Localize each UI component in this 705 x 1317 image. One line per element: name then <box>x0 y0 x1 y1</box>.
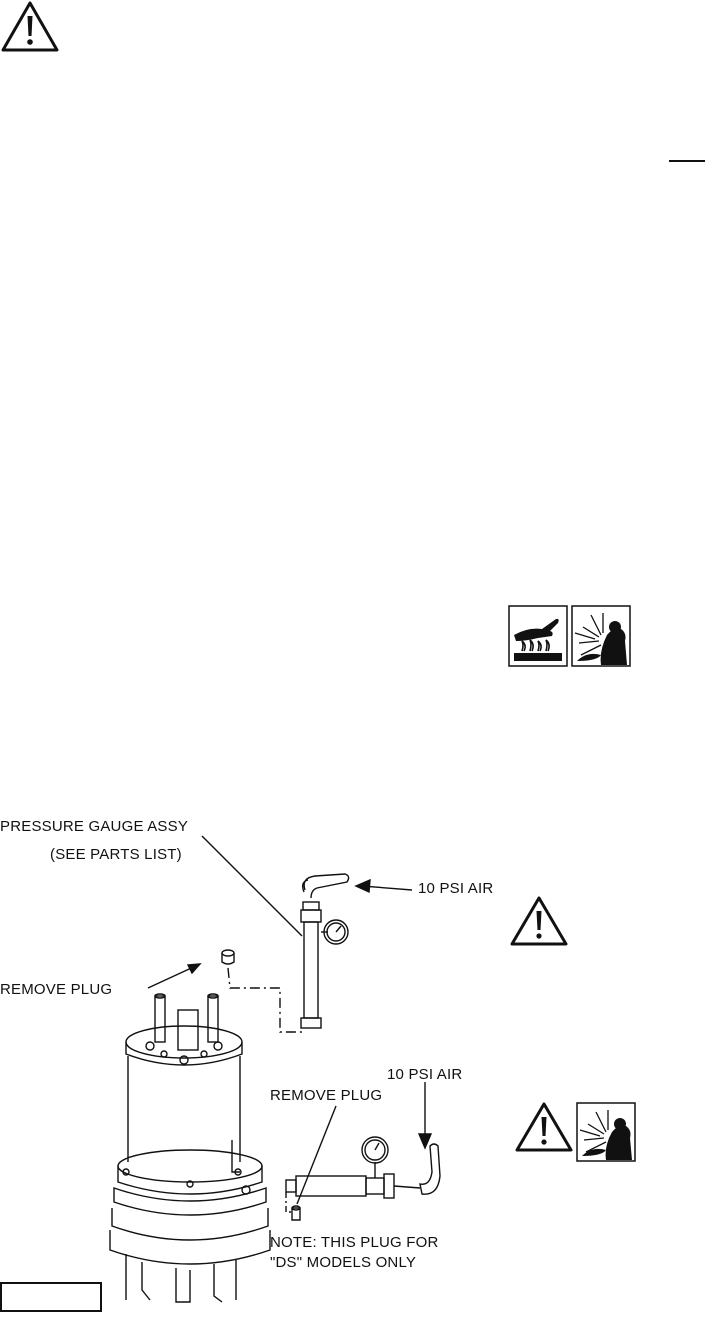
figure-caption-box <box>0 1282 102 1312</box>
pump-test-figure <box>109 835 636 1303</box>
leader-pressure-gauge <box>201 835 303 937</box>
label-note-line1: NOTE: THIS PLUG FOR <box>270 1234 439 1251</box>
label-air-bottom: 10 PSI AIR <box>387 1066 463 1083</box>
leader-remove-plug-bottom <box>296 1105 337 1205</box>
top-warning-icon <box>1 1 59 52</box>
label-pressure-gauge: PRESSURE GAUGE ASSY <box>0 818 189 835</box>
margin-rule <box>669 160 705 162</box>
explosion-hazard-icon-lower <box>576 1102 636 1162</box>
pump-body <box>109 993 271 1303</box>
bottom-gauge-assembly <box>285 1136 441 1221</box>
hot-surface-hand-icon <box>508 605 568 667</box>
label-remove-plug-bottom: REMOVE PLUG <box>270 1087 383 1104</box>
arrow-remove-plug-top <box>186 963 202 975</box>
warning-triangle-icon-lower <box>515 1102 573 1152</box>
label-air-top: 10 PSI AIR <box>418 880 494 897</box>
label-note-line2: "DS" MODELS ONLY <box>270 1254 417 1271</box>
top-plug <box>221 949 235 965</box>
warning-triangle-icon-right <box>510 896 568 946</box>
leader-air-top <box>361 885 413 891</box>
arrow-air-top <box>354 878 371 894</box>
explosion-hazard-icon <box>571 605 631 667</box>
label-see-parts-list: (SEE PARTS LIST) <box>50 846 182 863</box>
label-remove-plug-top: REMOVE PLUG <box>0 981 113 998</box>
top-gauge-assembly <box>300 873 350 1029</box>
hazard-pictograms-upper <box>508 605 631 667</box>
arrow-air-bottom <box>417 1133 433 1150</box>
